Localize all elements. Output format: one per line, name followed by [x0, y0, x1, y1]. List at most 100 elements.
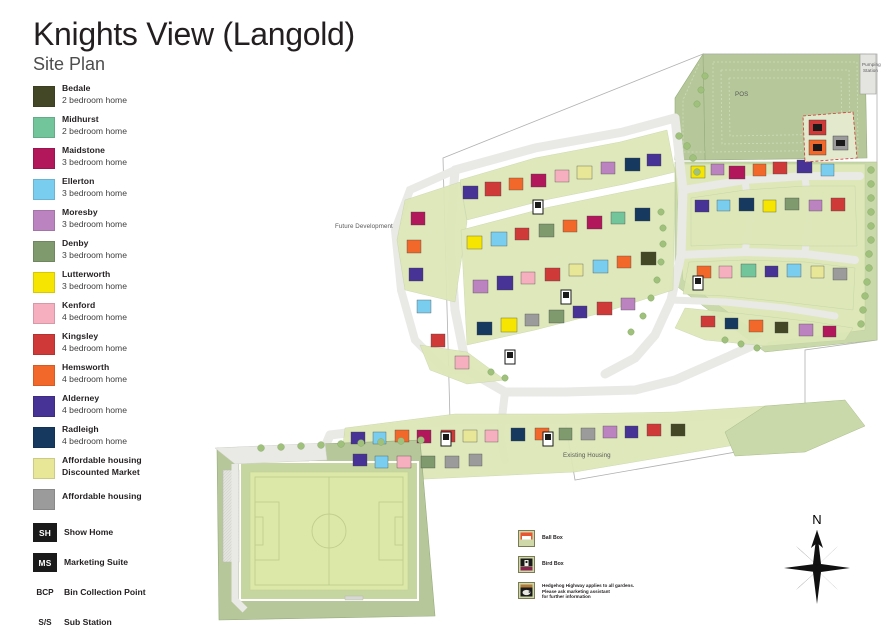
- legend-swatch: [33, 148, 55, 169]
- playing-field: [216, 439, 436, 621]
- legend-item-name-2: Discounted Market: [62, 466, 140, 477]
- feature-key-ball-box: Ball Box: [518, 530, 708, 556]
- bin-collection-point-icon: BCP: [36, 588, 54, 597]
- legend-item-name: Kenford: [62, 300, 96, 310]
- legend-item-desc: 3 bedroom home: [62, 280, 127, 291]
- map-markers: [440, 199, 704, 447]
- legend-item-desc: 4 bedroom home: [62, 435, 127, 446]
- site-plan-map: Future Development Existing Housing POS …: [205, 40, 885, 625]
- pumping-station: [859, 53, 877, 95]
- legend-item-kingsley: Kingsley 4 bedroom home: [33, 331, 198, 363]
- legend-swatch: [33, 458, 55, 479]
- map-label-pos: POS: [735, 91, 749, 98]
- legend-item-name: Hemsworth: [62, 362, 110, 372]
- compass-rose: N: [782, 512, 852, 607]
- legend-item-hemsworth: Hemsworth 4 bedroom home: [33, 362, 198, 394]
- legend-item-radleigh: Radleigh 4 bedroom home: [33, 424, 198, 456]
- feature-key-label: Ball Box: [542, 535, 563, 541]
- legend-item-affordable: Affordable housing: [33, 487, 198, 518]
- legend-swatch: [33, 272, 55, 293]
- legend-swatch: [33, 365, 55, 386]
- legend-item-desc: 2 bedroom home: [62, 94, 127, 105]
- legend-item-bin-collection-point: BCP Bin Collection Point: [33, 582, 198, 612]
- legend-item-name: Alderney: [62, 393, 100, 403]
- legend-item-desc: 3 bedroom home: [62, 156, 127, 167]
- feature-key-label: Bird Box: [542, 561, 564, 567]
- hedgehog-note-line-2: Please ask marketing assistant: [542, 588, 610, 594]
- trees: [257, 72, 875, 452]
- legend-item-name: Kingsley: [62, 331, 99, 341]
- legend-swatch: [33, 334, 55, 355]
- legend-item-marketing-suite: MS Marketing Suite: [33, 552, 198, 582]
- legend-item-label: Bin Collection Point: [64, 587, 146, 597]
- legend-item-label: Marketing Suite: [64, 557, 128, 567]
- legend-swatch: [33, 303, 55, 324]
- legend-item-name: Denby: [62, 238, 89, 248]
- legend-item-desc: 3 bedroom home: [62, 187, 127, 198]
- feature-key-hedgehog-highway: Hedgehog Highway applies to all gardens.…: [518, 582, 708, 604]
- house-plots-central: [406, 153, 662, 370]
- legend-item-kenford: Kenford 4 bedroom home: [33, 300, 198, 332]
- hedgehog-note-line-3: for further information: [542, 594, 591, 600]
- legend: Bedale 2 bedroom home Midhurst 2 bedroom…: [33, 83, 198, 642]
- legend-item-ellerton: Ellerton 3 bedroom home: [33, 176, 198, 208]
- show-home-area: [802, 111, 858, 163]
- legend-item-desc: 2 bedroom home: [62, 125, 127, 136]
- existing-housing-area: [724, 399, 866, 457]
- ball-box-icon: [518, 530, 535, 547]
- legend-item-name: Affordable housing: [62, 455, 142, 465]
- map-label-existing-housing: Existing Housing: [563, 452, 611, 459]
- legend-item-desc: 4 bedroom home: [62, 373, 127, 384]
- title-block: Knights View (Langold) Site Plan: [33, 16, 355, 74]
- legend-swatch: [33, 396, 55, 417]
- legend-item-name: Maidstone: [62, 145, 105, 155]
- map-label-pumping: Pumping: [862, 62, 881, 67]
- legend-item-name: Midhurst: [62, 114, 99, 124]
- legend-swatch: [33, 179, 55, 200]
- sub-station-icon: S/S: [38, 618, 52, 627]
- legend-item-name: Bedale: [62, 83, 91, 93]
- legend-item-label: Show Home: [64, 527, 114, 537]
- hedgehog-note-line-1: Hedgehog Highway applies to all gardens.: [542, 583, 635, 588]
- legend-item-midhurst: Midhurst 2 bedroom home: [33, 114, 198, 146]
- legend-item-name: Affordable housing: [62, 491, 142, 501]
- legend-item-affordable-discounted: Affordable housing Discounted Market: [33, 455, 198, 487]
- feature-key-bird-box: Bird Box: [518, 556, 708, 582]
- legend-swatch: [33, 489, 55, 510]
- legend-item-desc: 4 bedroom home: [62, 311, 127, 322]
- legend-item-denby: Denby 3 bedroom home: [33, 238, 198, 270]
- page-title: Knights View (Langold): [33, 16, 355, 52]
- legend-item-show-home: SH Show Home: [33, 522, 198, 552]
- house-plots-south-row: [350, 423, 686, 469]
- bird-box-icon: [518, 556, 535, 573]
- legend-swatch: [33, 210, 55, 231]
- legend-swatch: [33, 117, 55, 138]
- legend-item-name: Radleigh: [62, 424, 99, 434]
- legend-item-name: Ellerton: [62, 176, 95, 186]
- legend-item-moresby: Moresby 3 bedroom home: [33, 207, 198, 239]
- legend-item-name: Moresby: [62, 207, 98, 217]
- compass-north-label: N: [812, 512, 822, 527]
- legend-item-desc: 3 bedroom home: [62, 249, 127, 260]
- pitch-markings: [254, 476, 404, 586]
- legend-item-label: Sub Station: [64, 617, 112, 627]
- legend-item-name: Lutterworth: [62, 269, 111, 279]
- legend-swatch: [33, 86, 55, 107]
- map-label-station: Station: [863, 68, 879, 73]
- house-plots-northeast: [690, 159, 848, 338]
- map-label-future-development: Future Development: [335, 223, 393, 230]
- page-subtitle: Site Plan: [33, 53, 106, 74]
- legend-item-desc: 4 bedroom home: [62, 342, 127, 353]
- show-home-icon: SH: [33, 523, 57, 542]
- legend-item-maidstone: Maidstone 3 bedroom home: [33, 145, 198, 177]
- legend-swatch: [33, 241, 55, 262]
- feature-key: Ball Box Bird Box: [518, 530, 708, 604]
- hedgehog-highway-icon: [518, 582, 535, 599]
- legend-item-alderney: Alderney 4 bedroom home: [33, 393, 198, 425]
- legend-item-desc: 3 bedroom home: [62, 218, 127, 229]
- legend-item-desc: 4 bedroom home: [62, 404, 127, 415]
- legend-item-lutterworth: Lutterworth 3 bedroom home: [33, 269, 198, 301]
- marketing-suite-icon: MS: [33, 553, 57, 572]
- legend-item-sub-station: S/S Sub Station: [33, 612, 198, 642]
